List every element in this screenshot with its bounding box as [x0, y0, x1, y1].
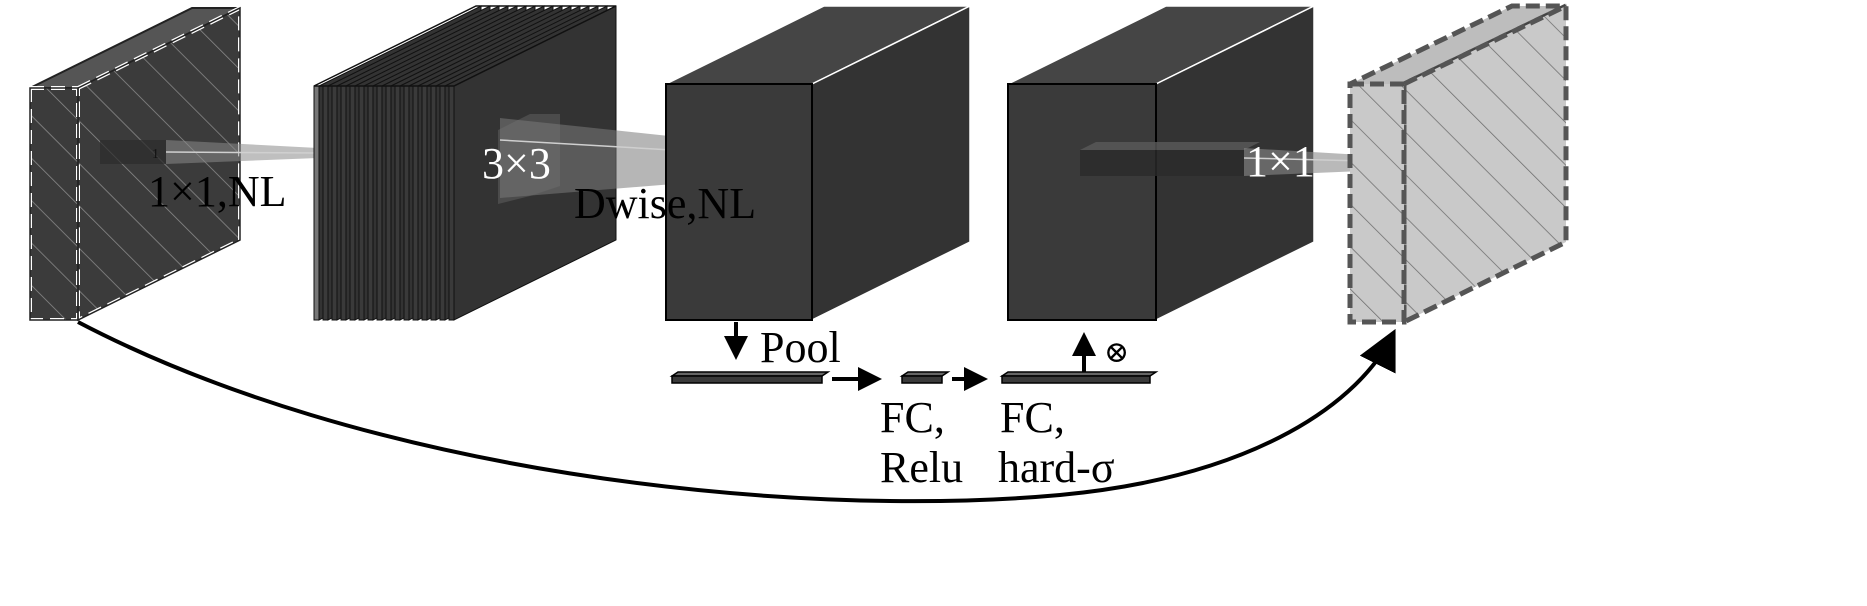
- dwise-tensor-front: [665, 83, 813, 321]
- expansion-tensor-top: [313, 5, 617, 87]
- expansion-channel-slab: [394, 85, 401, 321]
- multiply-symbol: ⊗: [1104, 336, 1129, 369]
- expansion-channel-slab: [412, 85, 419, 321]
- expansion-channel-slab: [448, 85, 455, 321]
- dwise-op-label: Dwise,NL: [574, 179, 756, 228]
- fc2-label-line1: FC,: [1000, 393, 1065, 442]
- pool-label: Pool: [760, 323, 841, 372]
- expansion-channel-slab: [313, 85, 320, 321]
- expansion-channel-slab: [358, 85, 365, 321]
- fc1-label-line2: Relu: [880, 443, 963, 492]
- expansion-channel-slab: [367, 85, 374, 321]
- expansion-channel-slab: [439, 85, 446, 321]
- input-kernel-patch: [100, 140, 166, 164]
- residual-connection-arrow: [77, 320, 1396, 504]
- expansion-channel-slab: [331, 85, 338, 321]
- se-scaled-tensor: [1007, 4, 1315, 322]
- dwise-kernel-label: 3×3: [482, 139, 551, 188]
- expansion-channel-slab: [421, 85, 428, 321]
- output-tensor: [1347, 2, 1569, 327]
- expansion-channel-slab: [385, 85, 392, 321]
- small-one-label: 1: [152, 147, 159, 162]
- output-tensor-side: [1401, 2, 1569, 327]
- expand-conv-label: 1×1,NL: [148, 167, 286, 216]
- fc2-label-line2: hard-σ: [998, 443, 1115, 492]
- expansion-channel-slab: [349, 85, 356, 321]
- expansion-channel-slab: [430, 85, 437, 321]
- output-tensor-front: [1347, 81, 1407, 325]
- expansion-channel-slab: [340, 85, 347, 321]
- expansion-tensor: [313, 5, 617, 321]
- input-tensor: [28, 4, 242, 324]
- expansion-channel-slab: [403, 85, 410, 321]
- expansion-channel-slab: [376, 85, 383, 321]
- dwise-tensor: [665, 4, 971, 322]
- squeeze-excite-branch: [669, 322, 1159, 391]
- project-conv-label: 1×1: [1246, 137, 1315, 186]
- input-tensor-front: [28, 86, 80, 322]
- se-kernel-patch: [1080, 142, 1260, 150]
- fc1-label-line1: FC,: [880, 393, 945, 442]
- expansion-channel-slab: [322, 85, 329, 321]
- se-tensor-front: [1007, 83, 1157, 321]
